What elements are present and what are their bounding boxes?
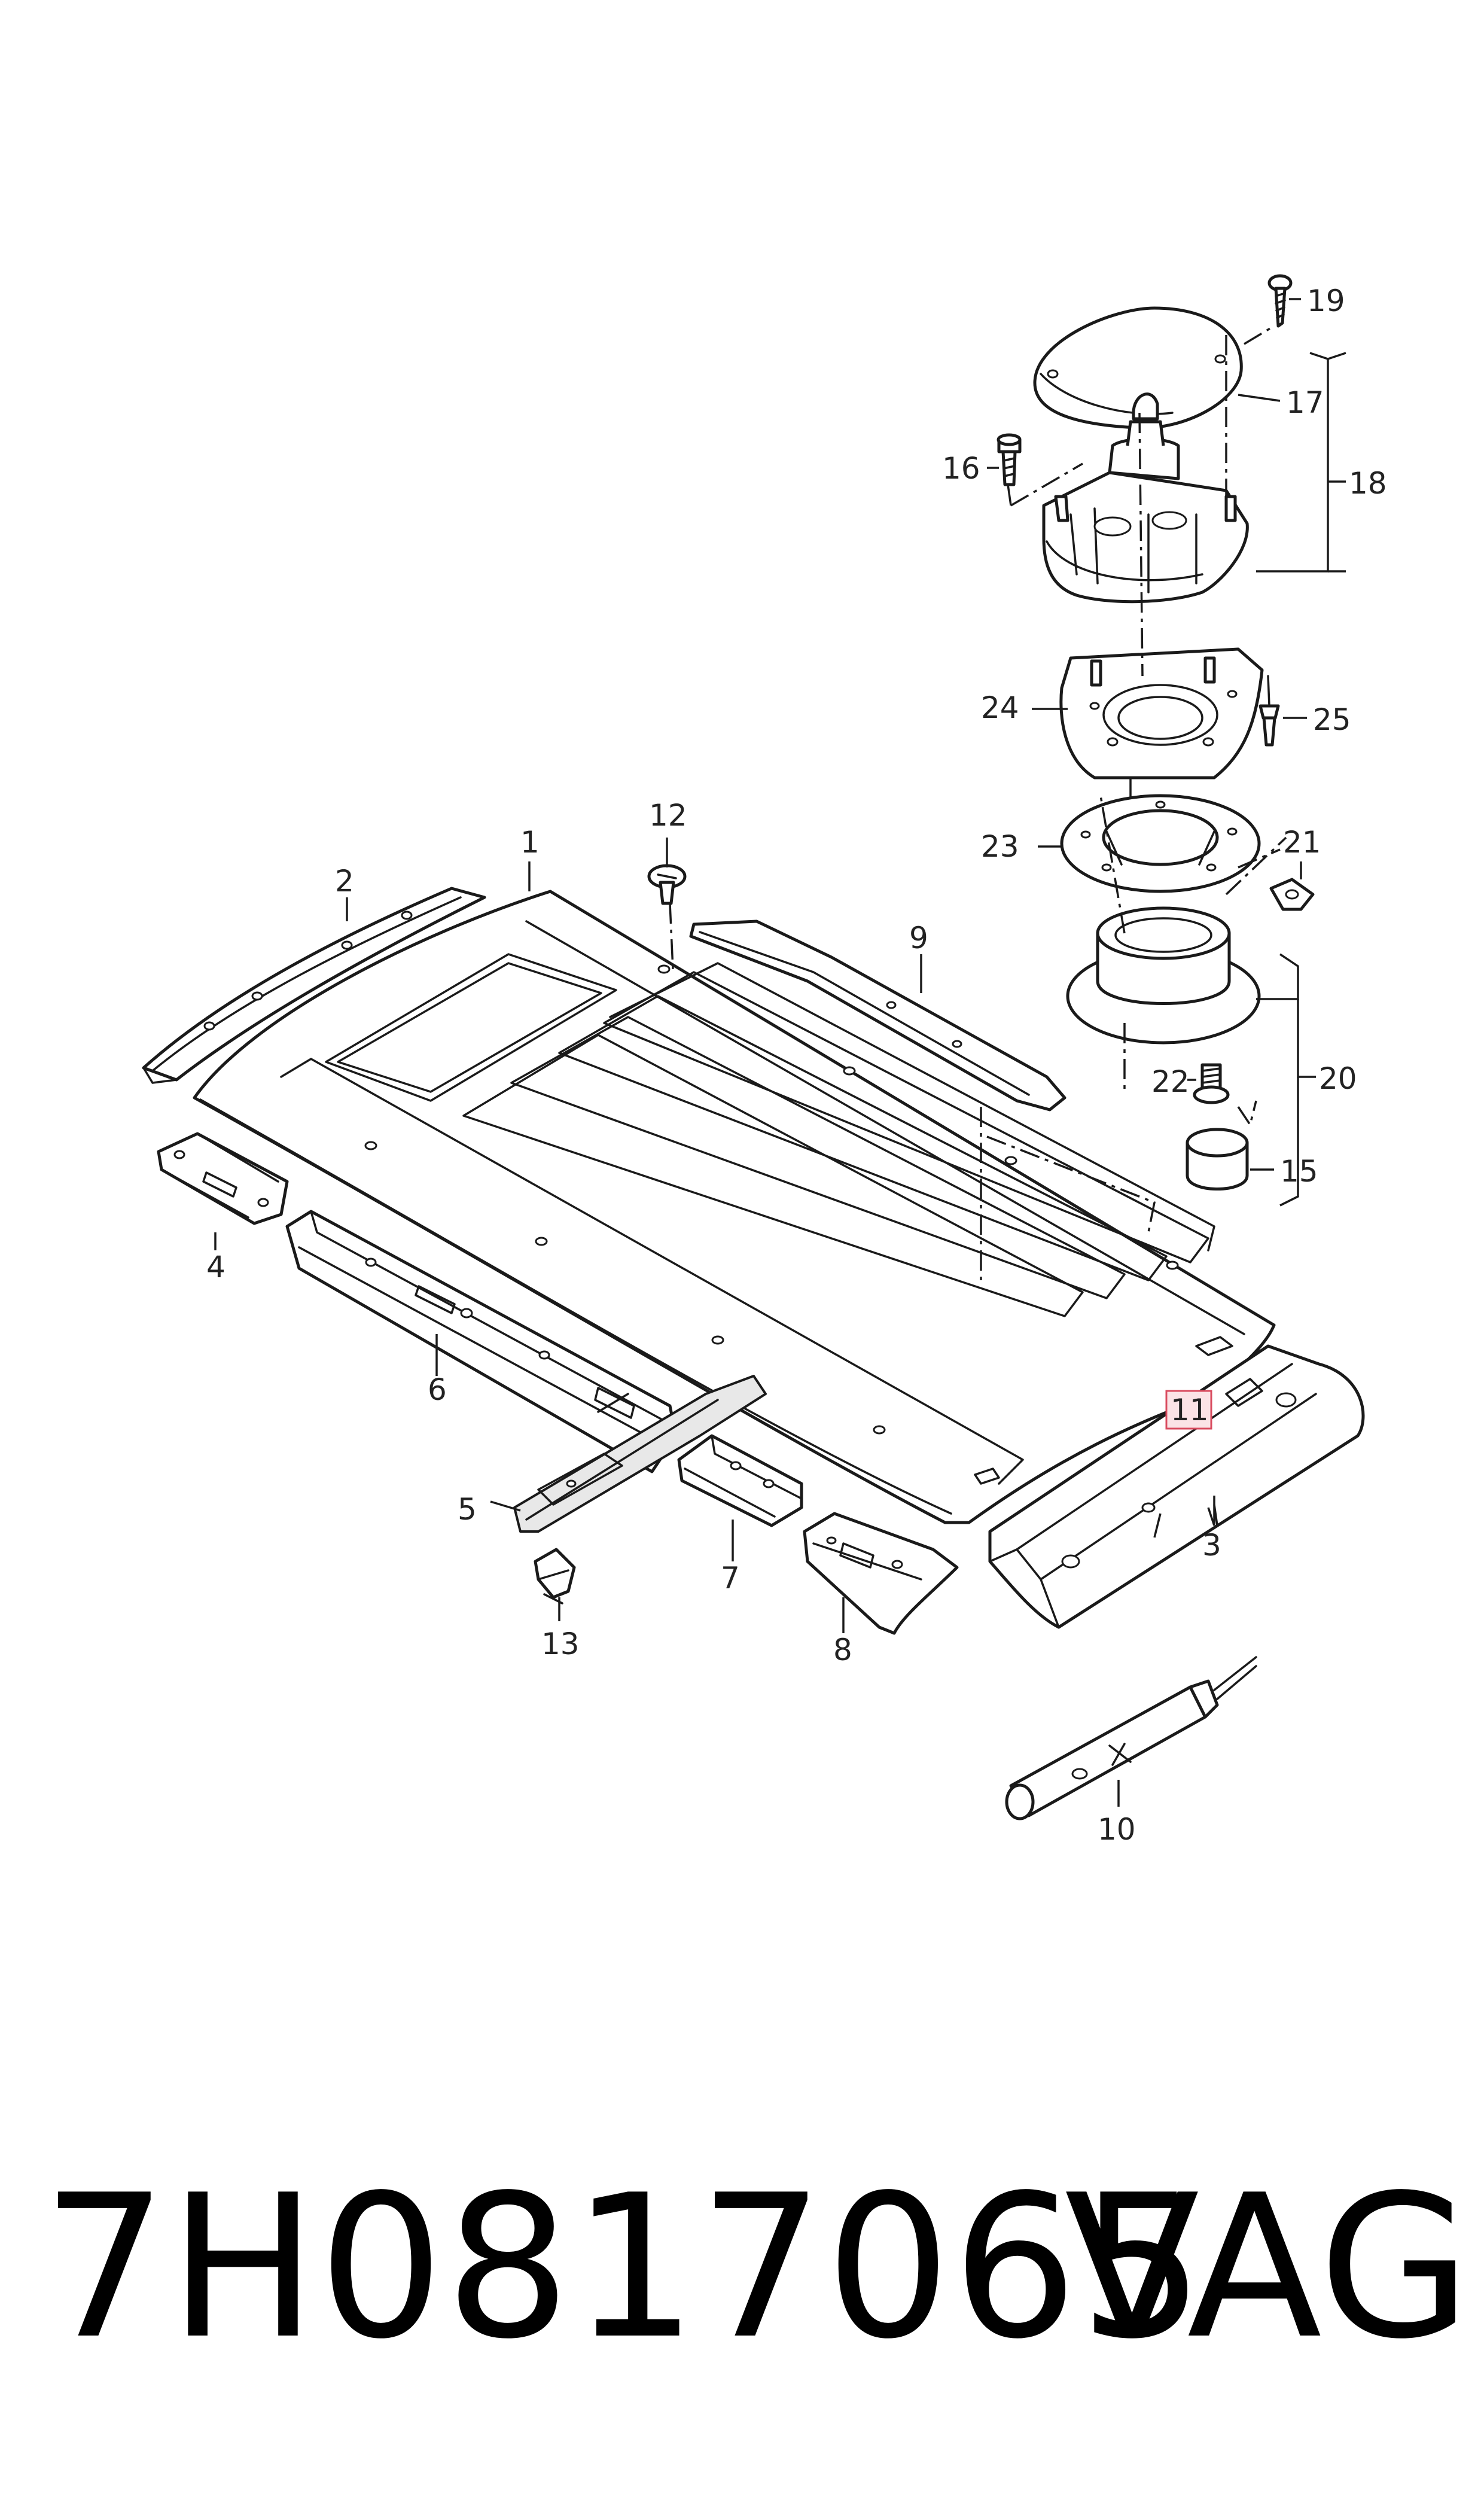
callout-1: 1	[520, 825, 540, 860]
assembly-lines	[669, 325, 1287, 1286]
callout-23: 23	[981, 829, 1019, 864]
callout-6: 6	[428, 1372, 447, 1407]
callout-25: 25	[1313, 702, 1351, 737]
callout-10: 10	[1098, 1812, 1136, 1847]
callout-19: 19	[1307, 284, 1345, 318]
callout-2: 2	[335, 864, 354, 899]
front-cross-member	[142, 887, 486, 1084]
callouts: 1 2 3 4 5 6 7 8 9 10 11 12 13 15 16 17 1…	[206, 284, 1387, 1847]
bracket-4	[157, 1132, 289, 1225]
part-number: 7H0817065	[42, 2152, 1206, 2382]
bracket-13	[534, 1548, 576, 1604]
screw-12	[647, 864, 687, 905]
callout-7: 7	[721, 1561, 740, 1596]
mounting-plate-24	[1059, 647, 1264, 780]
screw-22	[1193, 1063, 1230, 1104]
sealant-cartridge-10	[1005, 1656, 1257, 1820]
callout-4: 4	[206, 1250, 226, 1284]
callout-18: 18	[1349, 466, 1387, 501]
cross-strut-5	[513, 1375, 767, 1533]
callout-17: 17	[1286, 385, 1324, 420]
cap-15	[1186, 1128, 1249, 1191]
callout-5: 5	[458, 1492, 477, 1527]
side-rail-6	[285, 1210, 678, 1473]
rear-cross-member	[988, 1344, 1365, 1629]
highlight-box-11	[1165, 1390, 1212, 1430]
roof-panel	[193, 890, 1276, 1524]
callout-21: 21	[1283, 825, 1321, 860]
callout-8: 8	[833, 1633, 852, 1667]
callout-11: 11	[1171, 1393, 1209, 1427]
callout-15: 15	[1280, 1154, 1318, 1189]
callout-3: 3	[1202, 1528, 1221, 1563]
rivet-25	[1258, 675, 1280, 747]
callout-12: 12	[649, 798, 687, 833]
callout-9: 9	[909, 921, 928, 955]
callout-20: 20	[1319, 1061, 1357, 1096]
grommet-20	[1066, 906, 1261, 1045]
callout-22: 22	[1151, 1064, 1190, 1099]
seal-ring-23	[1060, 794, 1261, 893]
screw-19	[1267, 274, 1293, 328]
callout-13: 13	[541, 1627, 580, 1661]
nut-clip-21	[1269, 878, 1315, 911]
antenna-base	[1042, 420, 1249, 604]
callout-24: 24	[981, 690, 1019, 725]
leader-lines	[214, 298, 1346, 1807]
footer: 7H0817065 VAG	[24, 2139, 1471, 2414]
brand-label: VAG	[1064, 2152, 1471, 2382]
callout-16: 16	[942, 451, 980, 486]
antenna-cover-17	[1033, 306, 1243, 430]
corner-piece-8	[803, 1512, 959, 1635]
trim-strip-9	[689, 919, 1066, 1112]
bracket-7	[677, 1434, 803, 1527]
screw-16	[997, 433, 1022, 486]
